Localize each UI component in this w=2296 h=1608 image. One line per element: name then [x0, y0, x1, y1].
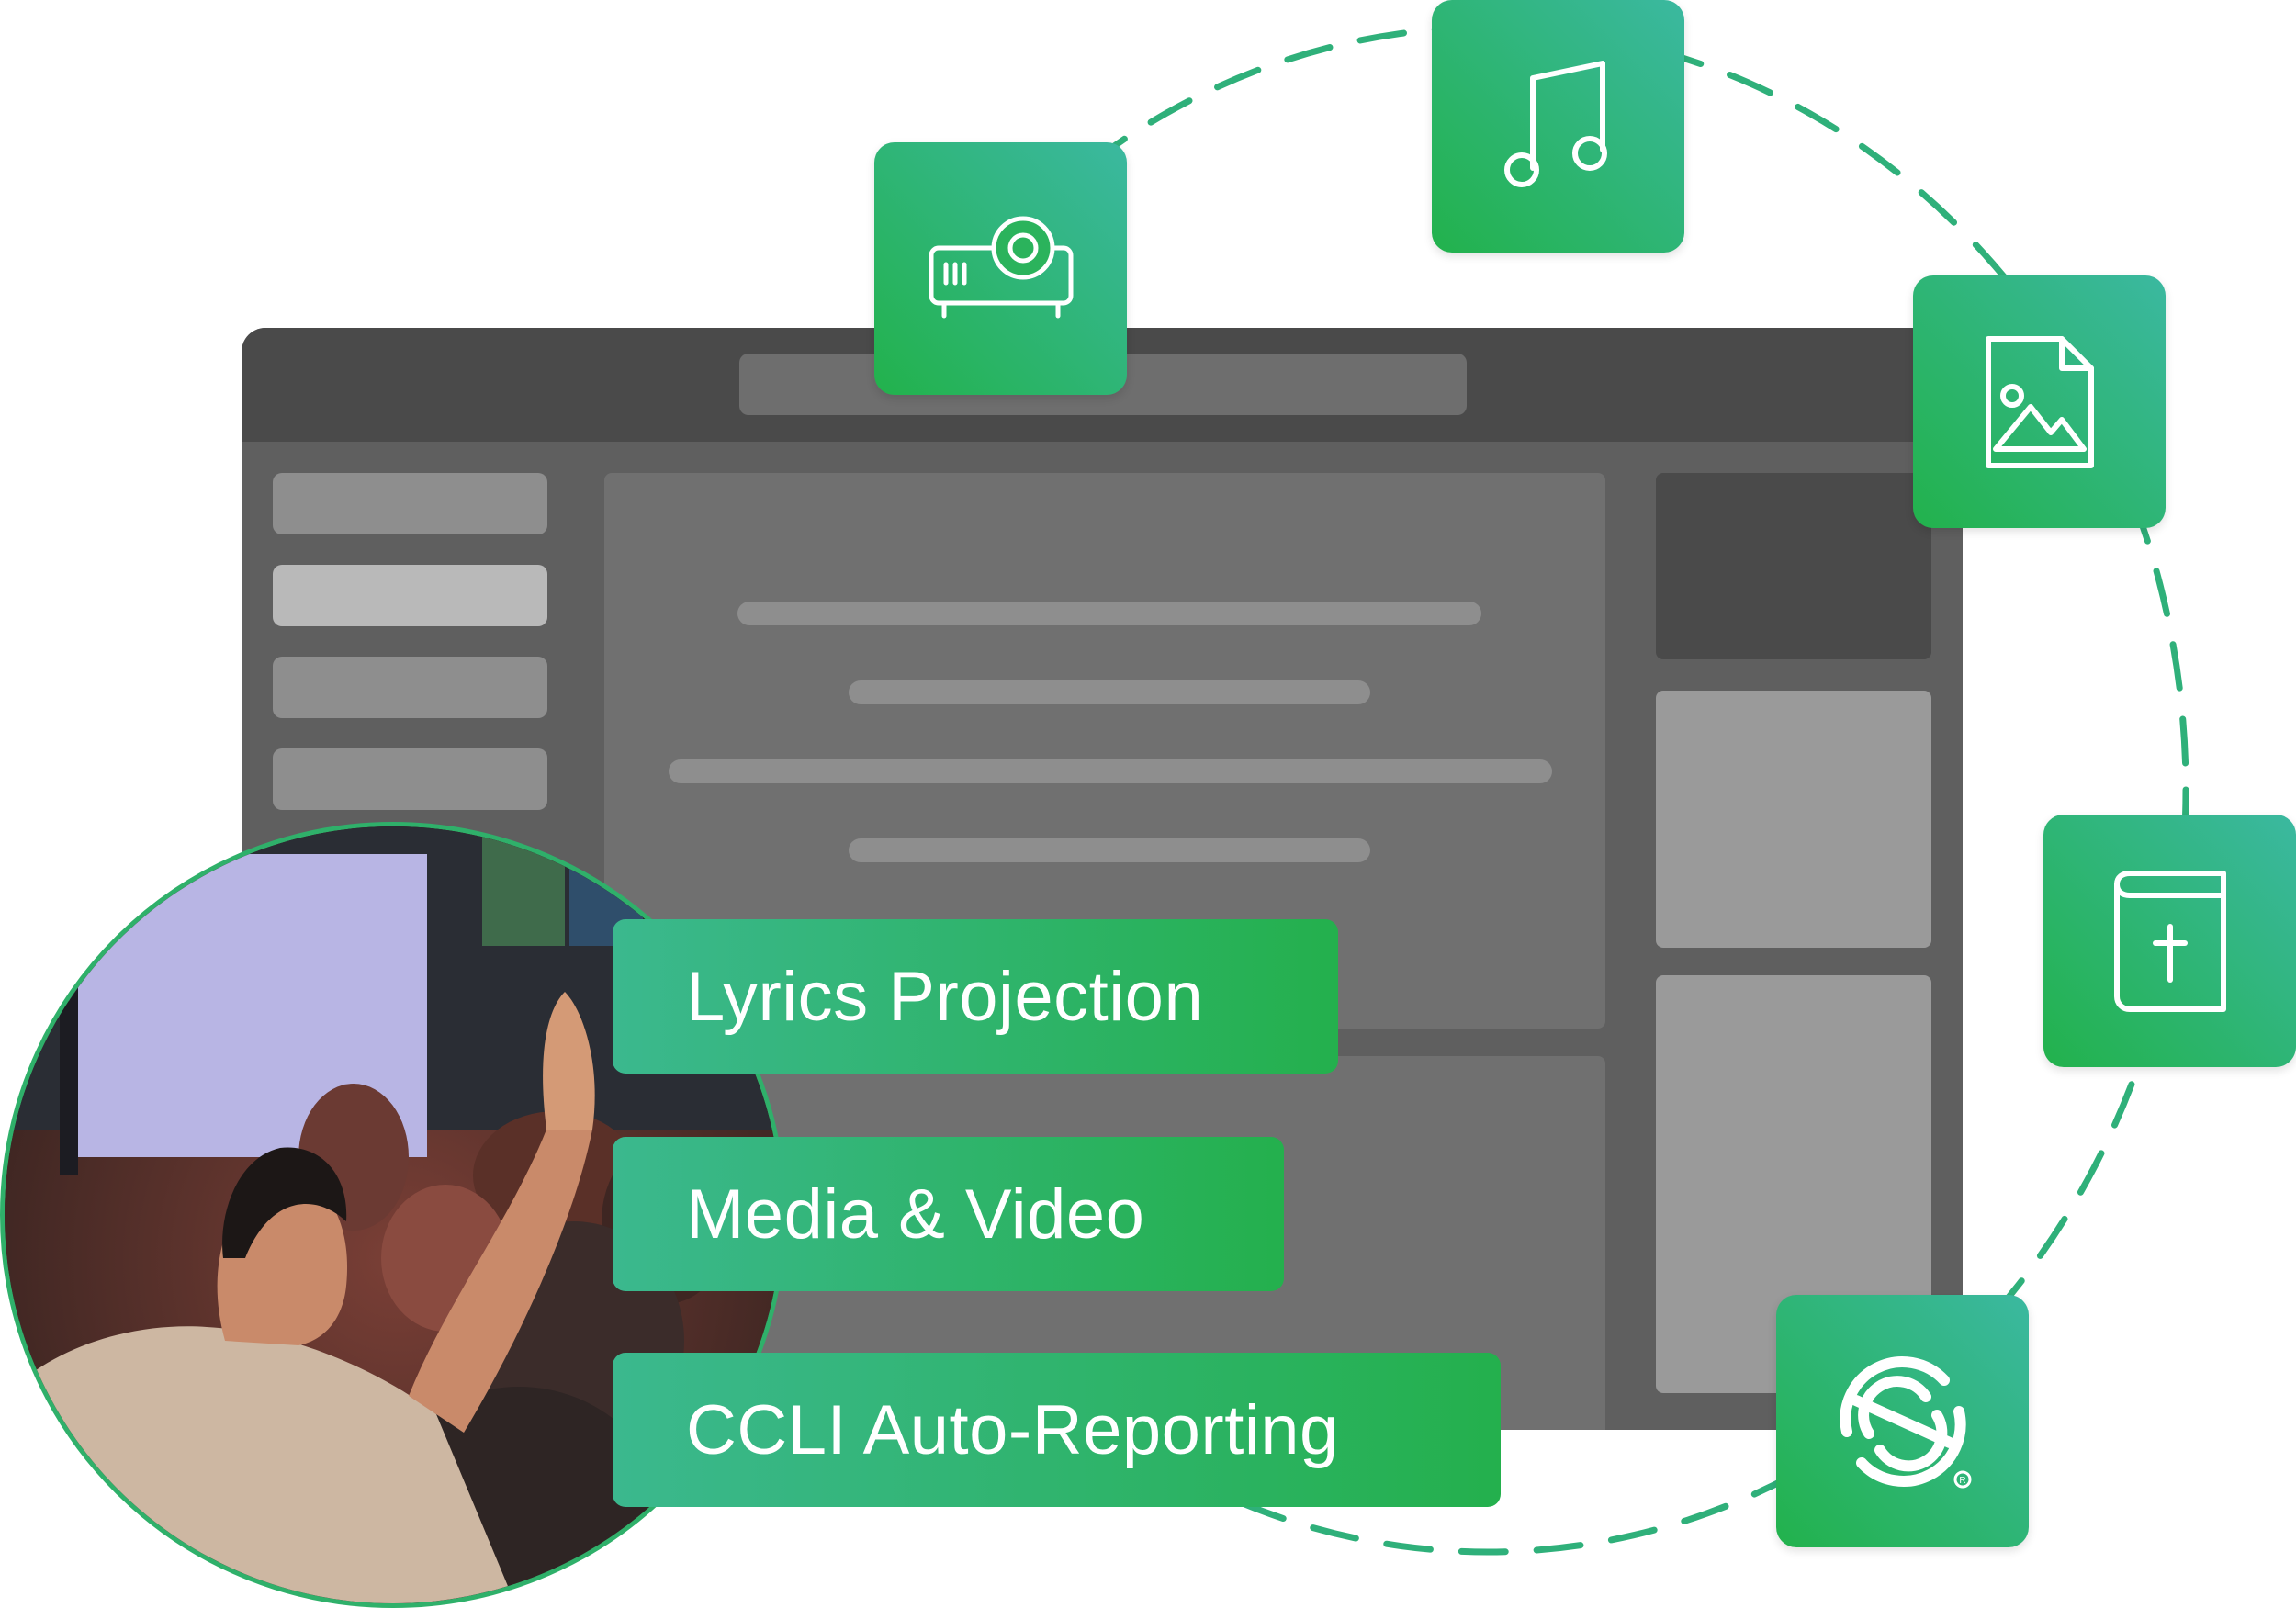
bible-icon [2113, 870, 2227, 1013]
projector-tile [874, 142, 1127, 395]
live-preview[interactable] [1656, 473, 1931, 659]
music-note-icon [1503, 58, 1614, 196]
text-line [737, 602, 1481, 625]
ccli-logo-icon: R [1825, 1344, 1981, 1500]
sidebar-item[interactable] [273, 473, 547, 534]
feature-lyrics-projection[interactable]: Lyrics Projection [613, 919, 1338, 1074]
image-file-icon [1985, 335, 2095, 469]
feature-media-video[interactable]: Media & Video [613, 1137, 1284, 1291]
feature-label: Lyrics Projection [686, 957, 1204, 1036]
bible-tile [2043, 815, 2296, 1067]
projector-icon [928, 209, 1075, 329]
feature-ccli-auto-reporting[interactable]: CCLI Auto-Reporting [613, 1353, 1501, 1507]
ccli-tile: R [1776, 1295, 2029, 1547]
music-tile [1432, 0, 1684, 253]
slide-thumbnail[interactable] [1656, 691, 1931, 948]
text-line [849, 680, 1370, 704]
sidebar-item[interactable] [273, 748, 547, 810]
sidebar-item-active[interactable] [273, 565, 547, 626]
feature-label: CCLI Auto-Reporting [686, 1390, 1339, 1469]
feature-label: Media & Video [686, 1175, 1145, 1254]
sidebar-item[interactable] [273, 657, 547, 718]
image-file-tile [1913, 275, 2166, 528]
text-line [849, 838, 1370, 862]
text-line [669, 759, 1552, 783]
svg-text:R: R [1959, 1476, 1965, 1486]
